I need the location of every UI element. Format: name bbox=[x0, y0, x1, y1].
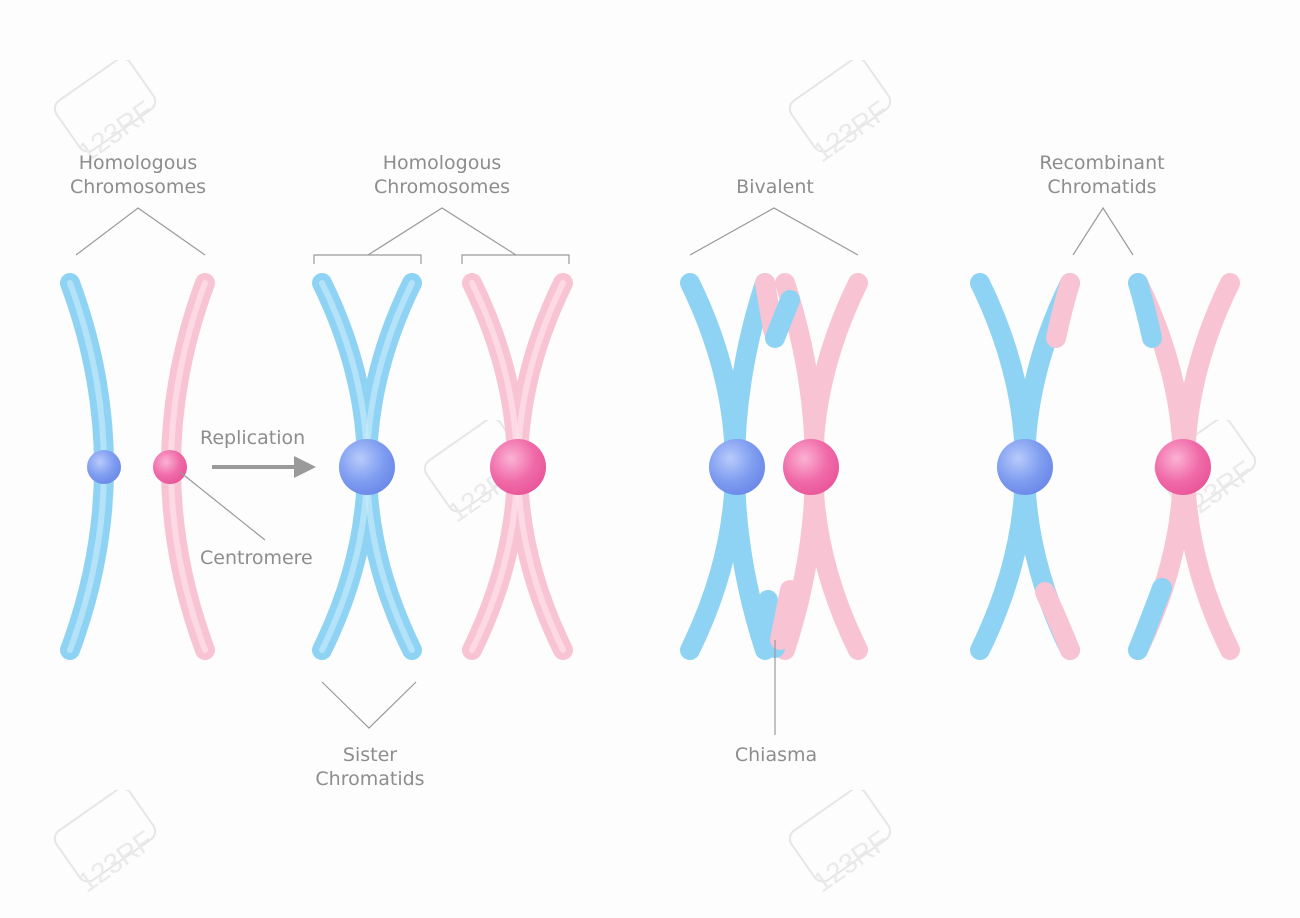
label-leader-bivalent bbox=[690, 208, 858, 255]
label-chiasma: Chiasma bbox=[735, 743, 817, 767]
label-replication: Replication bbox=[200, 426, 305, 450]
label-bivalent: Bivalent bbox=[736, 175, 814, 199]
label-homologous-right-line2: Chromosomes bbox=[374, 175, 510, 199]
pink-centromere bbox=[783, 439, 839, 495]
bracket-pink bbox=[462, 255, 569, 264]
label-homologous-left-line2: Chromosomes bbox=[70, 175, 206, 199]
replicated-blue-chromosome bbox=[322, 283, 412, 650]
replication-arrow bbox=[212, 456, 316, 478]
blue-centromere bbox=[87, 450, 121, 484]
bracket-blue bbox=[314, 255, 421, 264]
recombinant-blue-chromosome bbox=[980, 283, 1070, 650]
pink-centromere bbox=[153, 450, 187, 484]
label-leader-recombinant bbox=[1073, 208, 1133, 255]
label-leader-sister bbox=[322, 682, 416, 728]
label-leader-homologous-left bbox=[76, 208, 205, 255]
label-sister-line2: Chromatids bbox=[315, 767, 424, 791]
recombinant-pink-chromosome bbox=[1138, 283, 1230, 650]
blue-centromere bbox=[709, 439, 765, 495]
pink-centromere bbox=[490, 439, 546, 495]
label-homologous-left-line1: Homologous bbox=[79, 151, 198, 175]
label-homologous-right-line1: Homologous bbox=[383, 151, 502, 175]
label-centromere: Centromere bbox=[200, 546, 313, 570]
pink-centromere bbox=[1155, 439, 1211, 495]
blue-centromere bbox=[339, 439, 395, 495]
label-leader-centromere bbox=[180, 472, 265, 540]
label-recombinant-line2: Chromatids bbox=[1047, 175, 1156, 199]
label-sister-line1: Sister bbox=[343, 743, 397, 767]
label-leader-homologous-right bbox=[368, 208, 516, 255]
bivalent bbox=[690, 283, 858, 650]
blue-centromere bbox=[997, 439, 1053, 495]
homolog-pair-unreplicated bbox=[70, 283, 205, 650]
label-recombinant-line1: Recombinant bbox=[1039, 151, 1164, 175]
replicated-pink-chromosome bbox=[472, 283, 563, 650]
